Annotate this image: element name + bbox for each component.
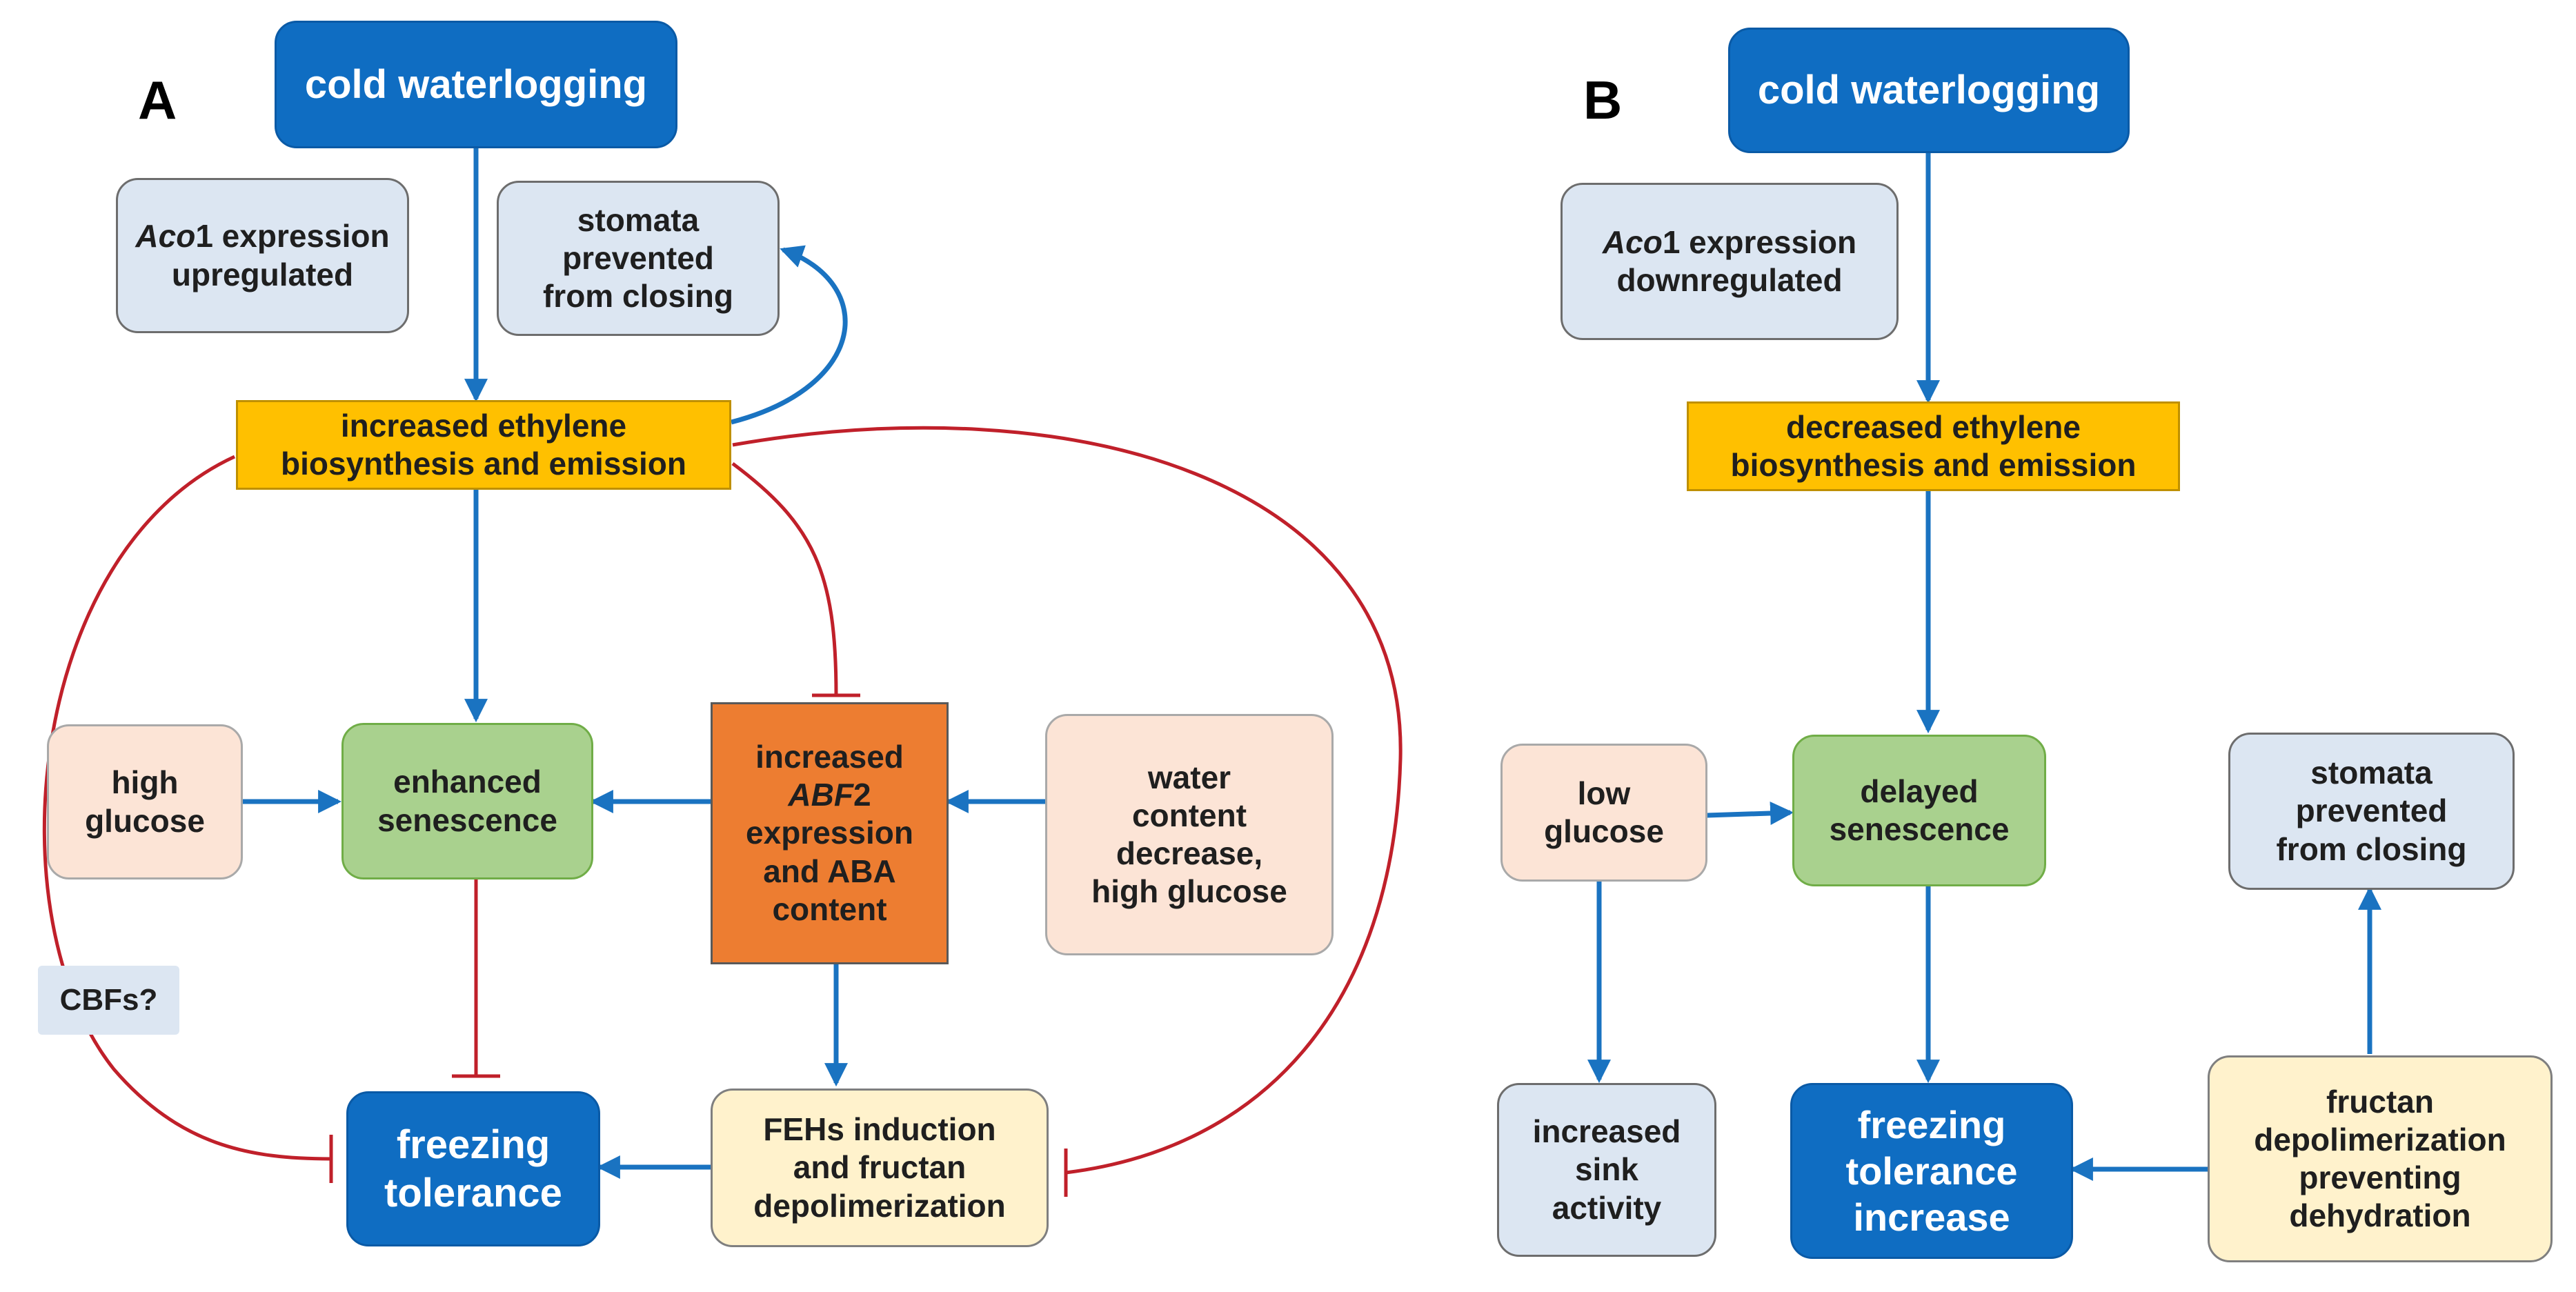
low-glucose-box-b: low glucose xyxy=(1500,744,1707,882)
freezing-line3-b: increase xyxy=(1853,1195,2010,1240)
stomata-line1-b: stomata xyxy=(2310,755,2433,791)
cold-waterlogging-box-a: cold waterlogging xyxy=(275,21,677,148)
stomata-line2-b: prevented xyxy=(2295,793,2448,829)
aco1-line2-b: downregulated xyxy=(1616,262,1843,298)
fructan-line1-b: fructan xyxy=(2326,1083,2434,1120)
stomata-line3-b: from closing xyxy=(2276,831,2467,867)
senescence-line2-a: senescence xyxy=(377,802,557,838)
stomata-box-a: stomata prevented from closing xyxy=(497,181,780,336)
cold-waterlogging-text-b: cold waterlogging xyxy=(1757,68,2101,113)
cold-waterlogging-text-a: cold waterlogging xyxy=(304,61,648,107)
inhibit-ethylene-abf2-a xyxy=(731,461,838,696)
aco1-line2-a: upregulated xyxy=(171,256,354,292)
stomata-line2-a: prevented xyxy=(562,239,714,276)
stomata-box-b: stomata prevented from closing xyxy=(2228,733,2515,890)
fructan-line3-b: preventing xyxy=(2299,1160,2461,1195)
water-line4-a: high glucose xyxy=(1091,873,1287,910)
fehs-line2-a: and fructan xyxy=(793,1149,967,1186)
low-glucose-line2-b: glucose xyxy=(1544,813,1664,849)
sink-activity-box-b: increased sink activity xyxy=(1497,1083,1716,1257)
ethylene-box-b: decreased ethylene biosynthesis and emis… xyxy=(1687,401,2180,491)
senescence-box-a: enhanced senescence xyxy=(341,723,593,879)
ethylene-line2-b: biosynthesis and emission xyxy=(1730,447,2137,483)
ethylene-line2-a: biosynthesis and emission xyxy=(281,446,686,481)
high-glucose-line1-a: high xyxy=(111,764,179,801)
high-glucose-line2-a: glucose xyxy=(85,802,205,839)
aco1-expression-box-b: Aco1 expression downregulated xyxy=(1561,183,1899,340)
fructan-line4-b: dehydration xyxy=(2289,1197,2471,1234)
ethylene-box-a: increased ethylene biosynthesis and emis… xyxy=(236,400,731,490)
sink-line2-b: sink xyxy=(1574,1151,1639,1188)
senescence-line2-b: senescence xyxy=(1829,811,2010,847)
fructan-box-b: fructan depolimerization preventing dehy… xyxy=(2208,1055,2553,1262)
low-glucose-line1-b: low xyxy=(1577,775,1631,811)
cbfs-text-a: CBFs? xyxy=(59,982,158,1017)
aco1-suffix-a: 1 expression xyxy=(195,218,390,255)
cbfs-label-a: CBFs? xyxy=(38,966,179,1035)
fructan-line2-b: depolimerization xyxy=(2254,1121,2506,1157)
sink-line1-b: increased xyxy=(1532,1113,1681,1150)
fehs-fructan-box-a: FEHs induction and fructan depolimerizat… xyxy=(711,1089,1049,1247)
ethylene-line1-a: increased ethylene xyxy=(340,407,627,444)
aco1-line1-b: Aco1 expression xyxy=(1603,223,1856,261)
arrow-ethylene-to-stomata-a xyxy=(731,245,848,425)
abf2-line3-a: expression xyxy=(746,815,913,851)
abf2-line4-a: and ABA xyxy=(763,853,896,889)
senescence-line1-b: delayed xyxy=(1860,773,1979,809)
abf2-gene-suffix-a: 2 xyxy=(853,777,871,813)
water-line2-a: content xyxy=(1131,797,1247,833)
stomata-line3-a: from closing xyxy=(542,278,734,315)
aco1-gene-b: Aco xyxy=(1602,223,1663,260)
aco1-line1-a: Aco1 expression xyxy=(135,217,389,255)
senescence-line1-a: enhanced xyxy=(393,764,542,800)
arrow-glucose-to-senescence-b xyxy=(1706,801,1794,825)
abf2-line1-a: increased xyxy=(755,739,904,775)
abf2-line2-a: ABF2 xyxy=(788,776,871,814)
freezing-line1-a: freezing xyxy=(396,1122,551,1167)
freezing-line2-b: tolerance xyxy=(1845,1149,2018,1193)
water-line3-a: decrease, xyxy=(1116,835,1263,871)
ethylene-line1-b: decreased ethylene xyxy=(1785,408,2081,445)
senescence-box-b: delayed senescence xyxy=(1792,735,2046,886)
abf2-gene-a: ABF xyxy=(788,777,853,813)
aco1-suffix-b: 1 expression xyxy=(1662,223,1857,260)
water-content-box-a: water content decrease, high glucose xyxy=(1045,714,1334,955)
panel-label-a: A xyxy=(138,70,177,130)
panel-label-b: B xyxy=(1583,70,1623,130)
freezing-line2-a: tolerance xyxy=(384,1170,562,1215)
freezing-line1-b: freezing xyxy=(1857,1102,2006,1146)
high-glucose-box-a: high glucose xyxy=(47,724,243,879)
water-line1-a: water xyxy=(1147,759,1231,795)
fehs-line3-a: depolimerization xyxy=(753,1187,1006,1224)
fehs-line1-a: FEHs induction xyxy=(763,1111,996,1148)
cold-waterlogging-box-b: cold waterlogging xyxy=(1728,28,2130,153)
stomata-line1-a: stomata xyxy=(577,201,700,238)
abf2-line5-a: content xyxy=(772,891,887,927)
sink-line3-b: activity xyxy=(1552,1189,1662,1226)
aco1-gene-a: Aco xyxy=(135,218,196,255)
inhibit-ethylene-fehs-a xyxy=(732,426,1403,1175)
aco1-expression-box-a: Aco1 expression upregulated xyxy=(116,178,409,333)
abf2-aba-box-a: increased ABF2 expression and ABA conten… xyxy=(711,702,949,964)
freezing-tolerance-box-a: freezing tolerance xyxy=(346,1091,600,1246)
freezing-tolerance-box-b: freezing tolerance increase xyxy=(1790,1083,2073,1259)
